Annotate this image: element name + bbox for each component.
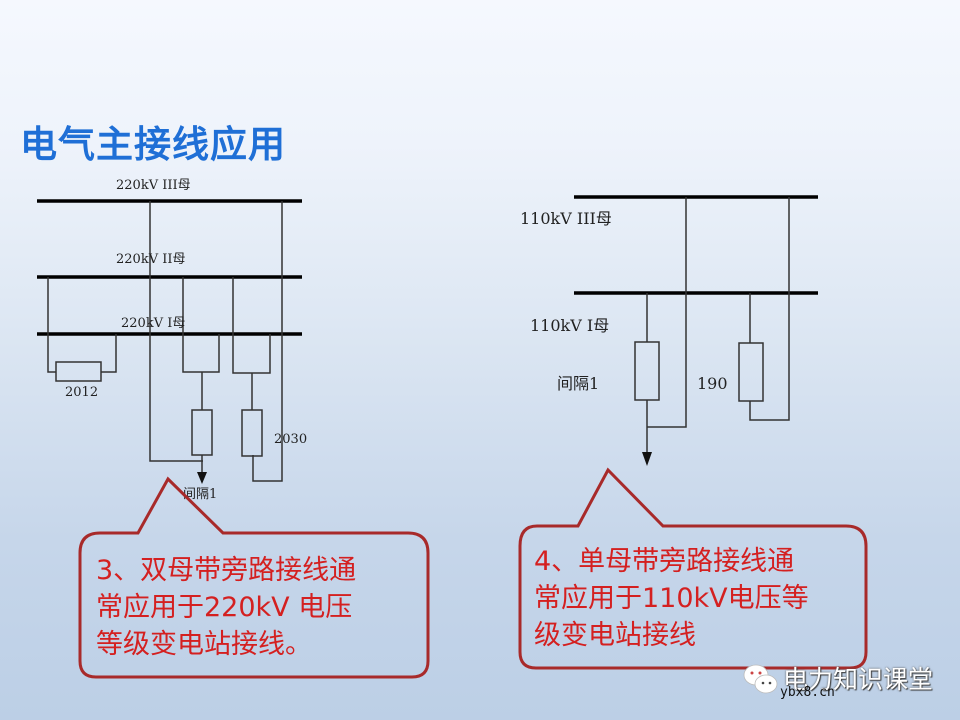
callout-2-line-1: 4、单母带旁路接线通 bbox=[534, 546, 795, 577]
breaker-2012 bbox=[55, 361, 102, 382]
label-2012: 2012 bbox=[65, 385, 98, 400]
breaker-2030 bbox=[241, 409, 263, 457]
callout-2-line-2: 常应用于110kV电压等 bbox=[534, 583, 809, 614]
callout-1-line-3: 等级变电站接线。 bbox=[96, 629, 312, 660]
callout-1-line-2: 常应用于220kV 电压 bbox=[96, 592, 353, 623]
label-2030: 2030 bbox=[274, 432, 307, 447]
bus-label-ii: 220kV II母 bbox=[116, 252, 185, 267]
callout-1-bubble bbox=[78, 476, 430, 679]
breaker-feeder bbox=[191, 409, 213, 456]
watermark-url: ybx8.cn bbox=[780, 685, 835, 700]
callout-2-text: 4、单母带旁路接线通 常应用于110kV电压等 级变电站接线 bbox=[534, 543, 809, 654]
callout-2-bubble bbox=[518, 467, 868, 670]
bus-label-iii: 220kV III母 bbox=[116, 178, 191, 193]
right-diagram bbox=[574, 195, 818, 466]
feeder-arrow bbox=[197, 472, 207, 484]
slide-title: 电气主接线应用 bbox=[20, 123, 286, 166]
label-feeder: 间隔1 bbox=[183, 487, 217, 502]
label-feeder-110: 间隔1 bbox=[557, 374, 599, 393]
bus-label-110-i: 110kV I母 bbox=[530, 316, 609, 335]
left-diagram bbox=[37, 199, 302, 484]
bus-label-i: 220kV I母 bbox=[121, 316, 185, 331]
label-190: 190 bbox=[697, 374, 728, 393]
watermark-name: 电力知识课堂 bbox=[783, 665, 934, 694]
right-labels: 110kV III母 110kV I母 间隔1 190 bbox=[520, 209, 728, 393]
breaker-feeder-110 bbox=[634, 341, 660, 401]
feeder-arrow-110 bbox=[642, 452, 652, 466]
callout-2-line-3: 级变电站接线 bbox=[534, 620, 696, 651]
breaker-190 bbox=[738, 342, 764, 402]
bus-label-110-iii: 110kV III母 bbox=[520, 209, 612, 228]
left-labels: 220kV III母 220kV II母 220kV I母 2012 2030 … bbox=[65, 178, 307, 502]
wechat-icon bbox=[743, 664, 778, 694]
callout-1-text: 3、双母带旁路接线通 常应用于220kV 电压 等级变电站接线。 bbox=[96, 552, 356, 663]
callout-1-line-1: 3、双母带旁路接线通 bbox=[96, 555, 357, 586]
